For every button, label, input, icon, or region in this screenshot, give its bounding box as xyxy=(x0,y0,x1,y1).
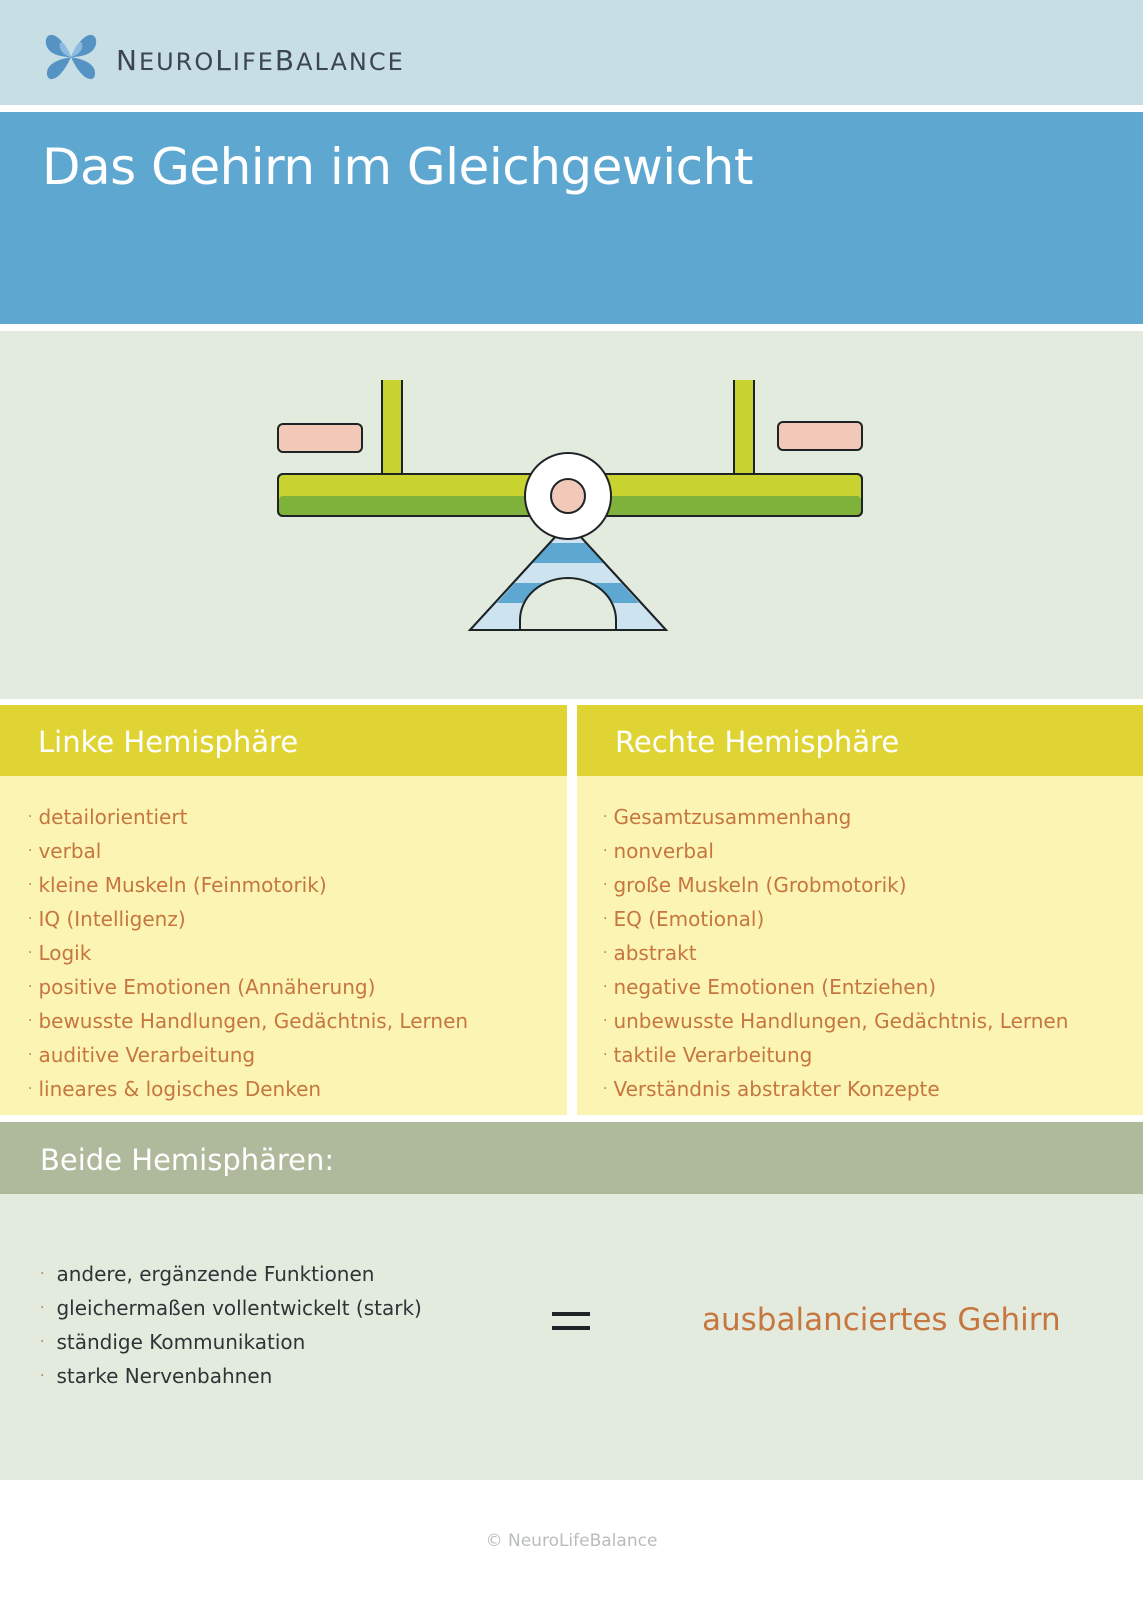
list-item: ·bewusste Handlungen, Gedächtnis, Lernen xyxy=(28,1009,469,1033)
left-post xyxy=(381,380,403,481)
list-item: ·Verständnis abstrakter Konzepte xyxy=(603,1077,940,1101)
list-item: ·verbal xyxy=(28,839,102,863)
list-item: ·taktile Verarbeitung xyxy=(603,1043,813,1067)
list-item: ·detailorientiert xyxy=(28,805,188,829)
left-hemisphere-heading: Linke Hemisphäre xyxy=(0,705,567,776)
left-hemisphere-list: ·detailorientiert ·verbal ·kleine Muskel… xyxy=(0,776,567,1115)
equals-sign xyxy=(552,1310,590,1334)
both-heading-text: Beide Hemisphären: xyxy=(40,1143,335,1177)
brand-name: NEUROLIFEBALANCE xyxy=(116,44,405,77)
list-item: ·gleichermaßen vollentwickelt (stark) xyxy=(40,1296,422,1320)
seesaw-illustration xyxy=(277,380,863,631)
both-hemispheres-body: ·andere, ergänzende Funktionen ·gleicher… xyxy=(0,1194,1143,1480)
list-item: ·Gesamtzusammenhang xyxy=(603,805,852,829)
list-item: ·nonverbal xyxy=(603,839,714,863)
page-title: Das Gehirn im Gleichgewicht xyxy=(42,138,753,196)
list-item: ·negative Emotionen (Entziehen) xyxy=(603,975,937,999)
left-heading-text: Linke Hemisphäre xyxy=(38,725,299,759)
list-item: ·IQ (Intelligenz) xyxy=(28,907,186,931)
list-item: ·andere, ergänzende Funktionen xyxy=(40,1262,375,1286)
result-text: ausbalanciertes Gehirn xyxy=(702,1302,1061,1338)
title-band xyxy=(0,112,1143,324)
right-heading-text: Rechte Hemisphäre xyxy=(615,725,900,759)
copyright-footer: © NeuroLifeBalance xyxy=(485,1531,658,1551)
list-item: ·auditive Verarbeitung xyxy=(28,1043,256,1067)
right-weight xyxy=(777,421,863,451)
list-item: ·unbewusste Handlungen, Gedächtnis, Lern… xyxy=(603,1009,1069,1033)
left-weight xyxy=(277,423,363,453)
list-item: ·positive Emotionen (Annäherung) xyxy=(28,975,376,999)
right-hemisphere-list: ·Gesamtzusammenhang ·nonverbal ·große Mu… xyxy=(577,776,1143,1115)
right-post xyxy=(733,380,755,481)
list-item: ·große Muskeln (Grobmotorik) xyxy=(603,873,907,897)
right-hemisphere-heading: Rechte Hemisphäre xyxy=(577,705,1143,776)
list-item: ·abstrakt xyxy=(603,941,697,965)
header: NEUROLIFEBALANCE xyxy=(0,0,1143,105)
list-item: ·kleine Muskeln (Feinmotorik) xyxy=(28,873,327,897)
list-item: ·starke Nervenbahnen xyxy=(40,1364,273,1388)
list-item: ·EQ (Emotional) xyxy=(603,907,765,931)
list-item: ·lineares & logisches Denken xyxy=(28,1077,322,1101)
list-item: ·Logik xyxy=(28,941,92,965)
both-hemispheres-heading: Beide Hemisphären: xyxy=(0,1122,1143,1194)
list-item: ·ständige Kommunikation xyxy=(40,1330,306,1354)
butterfly-flower-icon xyxy=(45,34,97,80)
